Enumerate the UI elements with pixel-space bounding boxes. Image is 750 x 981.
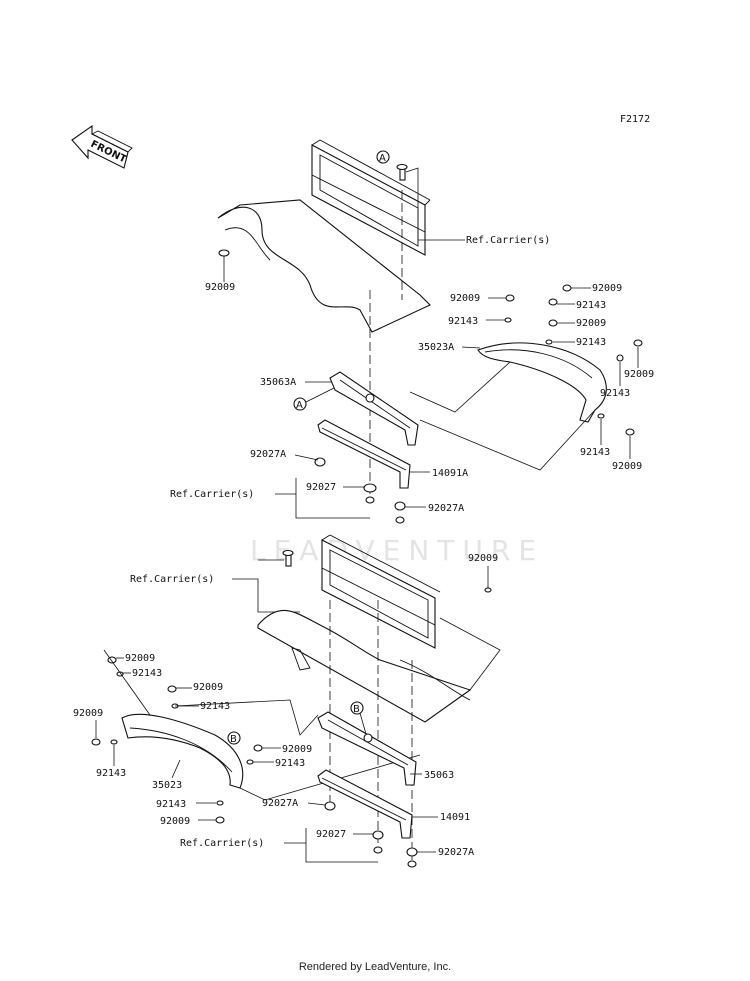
label-92009-r2: 92009 [450,293,480,304]
label-92027-1: 92027 [306,482,336,493]
leader-fender-bracket-lower [174,699,319,736]
label-92027A-4: 92027A [438,847,474,858]
label-92009-b1: 92009 [125,653,155,664]
label-92009-top-left: 92009 [205,282,235,293]
label-92027A-2: 92027A [428,503,464,514]
ref-bracket-top [405,167,465,241]
label-35063: 35063 [424,770,454,781]
label-92027-2: 92027 [316,829,346,840]
leader-fender-bracket [409,361,511,413]
label-92027A-3: 92027A [262,798,298,809]
fender-35023 [121,713,244,789]
label-92143-b4: 92143 [96,768,126,779]
screw-92009-low-right [484,587,492,593]
marker-b-mid [350,701,364,715]
label-92009-r3: 92009 [576,318,606,329]
tailgate-frame-upper [311,139,431,256]
label-ref-carrier-mid: Ref.Carrier(s) [170,489,254,500]
marker-b-left-text: B [230,734,237,745]
bolt-lower [282,549,294,567]
bar-14091A [317,419,411,489]
label-92143-r2: 92143 [448,316,478,327]
label-92009-b5: 92009 [160,816,190,827]
label-92009-r1: 92009 [592,283,622,294]
fender-35023A [477,342,607,423]
leader-fender-top [103,649,151,716]
label-92009-b2: 92009 [193,682,223,693]
marker-b-mid-text: B [353,704,360,715]
footer-credit: Rendered by LeadVenture, Inc. [298,961,452,973]
carrier-bed-upper [217,199,431,333]
label-ref-carrier-bottom: Ref.Carrier(s) [180,838,264,849]
nuts-upper [314,457,406,524]
label-92009-b4: 92009 [73,708,103,719]
label-92143-r5: 92143 [580,447,610,458]
label-35023: 35023 [152,780,182,791]
marker-a-top [376,150,390,164]
leader-fender-bracket-2 [419,409,596,471]
label-92009-r5: 92009 [612,461,642,472]
leader-bed-right [439,617,501,691]
label-92143-b2: 92143 [200,701,230,712]
bracket-35063 [317,711,417,786]
diagram-code: F2172 [620,114,650,125]
marker-a-top-text: A [379,153,386,164]
ref-bracket-bottom [305,828,378,863]
label-14091A: 14091A [432,468,468,479]
label-ref-carrier-top: Ref.Carrier(s) [466,235,550,246]
front-arrow-icon: FRONT [71,124,133,169]
label-92143-r3: 92143 [576,337,606,348]
bolt-top [396,163,408,181]
watermark: LEADVENTURE [250,534,544,567]
bracket-35063A [329,371,419,446]
nuts-lower [324,801,418,868]
carrier-bed-lower [257,609,472,723]
label-92027A-1: 92027A [250,449,286,460]
label-35023A: 35023A [418,342,454,353]
marker-b-left [227,731,241,745]
marker-a-mid [293,397,307,411]
ref-bracket-low [232,578,300,613]
label-92009-r4: 92009 [624,369,654,380]
label-92143-b5: 92143 [156,799,186,810]
fasteners-lower-left [91,656,263,824]
label-92009-low-right: 92009 [468,553,498,564]
label-92143-r4: 92143 [600,388,630,399]
ref-bracket-mid [295,478,370,519]
label-14091: 14091 [440,812,470,823]
screw-92009-left [218,249,230,257]
label-92143-b3: 92143 [275,758,305,769]
label-ref-carrier-low: Ref.Carrier(s) [130,574,214,585]
leader-fender-bracket-lower-2 [239,754,421,801]
tailgate-frame-lower [321,534,441,649]
label-92009-b3: 92009 [282,744,312,755]
label-35063A: 35063A [260,377,296,388]
marker-a-mid-text: A [296,400,303,411]
label-92143-b1: 92143 [132,668,162,679]
bar-14091 [317,769,413,839]
label-92143-r1: 92143 [576,300,606,311]
